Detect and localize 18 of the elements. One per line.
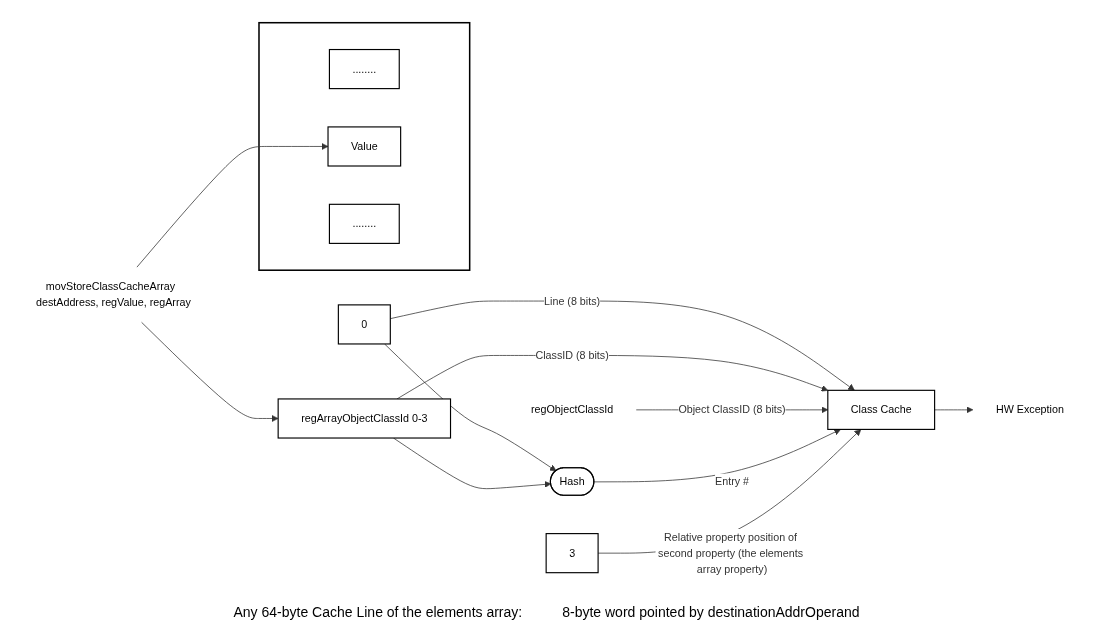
node-box: Class Cache [827, 389, 936, 430]
note-text: Any 64-byte Cache Line of the elements array: [233, 604, 523, 620]
node-text: regObjectClassId [530, 403, 614, 416]
node-box: ........ [328, 203, 400, 244]
edge-label: Entry # [715, 474, 750, 488]
edge-label: Line (8 bits) [544, 294, 601, 307]
cluster [258, 21, 471, 271]
node-box: 3 [545, 533, 599, 574]
node-text: movStoreClassCacheArray destAddress, regValue, regArray [35, 280, 191, 309]
node-box: Value [327, 126, 402, 167]
edge-label: Object ClassID (8 bits) [678, 403, 786, 416]
node-text: HW Exception [995, 403, 1064, 416]
node-box: regArrayObjectClassId 0-3 [277, 398, 452, 439]
edge-label: Relative property position of second property (the elements array property) [658, 530, 803, 575]
edge-label: ClassID (8 bits) [535, 348, 609, 362]
node-box: 0 [337, 304, 391, 345]
note-text: 8-byte word pointed by destinationAddrOperand [562, 604, 860, 620]
node-box: ........ [328, 48, 400, 90]
